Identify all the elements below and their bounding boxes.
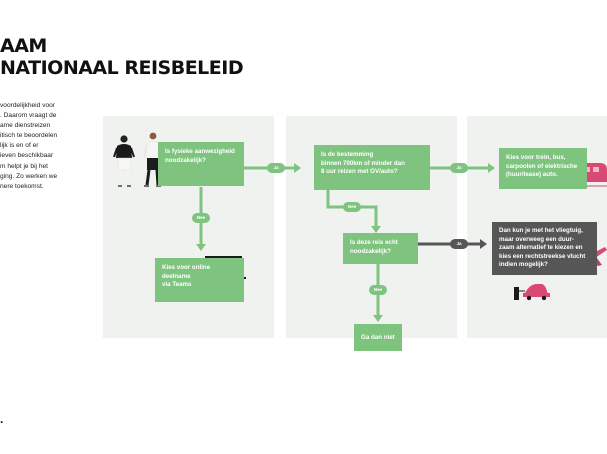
- box-line: Is de bestemming: [321, 151, 374, 158]
- box-line: noodzakelijk?: [165, 156, 206, 164]
- box-line: Kies voor trein, bus,: [506, 154, 566, 161]
- airplane-option-box: Dan kun je met het vliegtuig, maar overw…: [492, 222, 597, 275]
- question-presence-box: Is fysieke aanwezigheid noodzakelijk?: [158, 142, 244, 186]
- online-meeting-box: Kies voor online deelname via Teams: [155, 258, 244, 302]
- box-line: (huur/lease) auto.: [506, 171, 558, 179]
- box-line: Is fysieke aanwezigheid: [165, 148, 235, 155]
- question-necessary-box: Is deze reis echt noodzakelijk?: [343, 233, 418, 264]
- box-line: binnen 700km of minder dan: [321, 159, 405, 167]
- yes-badge: Ja: [450, 239, 468, 249]
- intro-text: voordelijkheid voor . Daarom vraagt de a…: [0, 101, 78, 192]
- box-line: Dan kun je met het vliegtuig,: [499, 227, 583, 234]
- yes-badge: Ja: [450, 163, 468, 173]
- page-title-line-1: AAM: [0, 35, 47, 57]
- no-badge: Nee: [369, 285, 387, 295]
- intro-line: ging. Zo werken we: [0, 172, 58, 180]
- box-line: maar overweeg een duur-: [499, 235, 574, 243]
- intro-line: nere toekomst.: [0, 182, 44, 190]
- box-line: Is deze reis echt: [350, 239, 398, 246]
- no-badge: Nee: [192, 213, 210, 223]
- box-line: kies een rechtstreekse vlucht: [499, 252, 586, 260]
- box-line: noodzakelijk?: [350, 247, 391, 255]
- box-line: carpoolen of elektrische: [506, 162, 578, 170]
- intro-line: m helpt je bij het: [0, 162, 49, 170]
- box-line: Kies voor online: [162, 264, 211, 271]
- intro-line: lijk is en of er: [0, 142, 39, 150]
- box-line: 8 uur reizen met OV/auto?: [321, 168, 398, 176]
- charging-car-icon: [514, 284, 550, 301]
- intro-line: voordelijkheid voor: [0, 102, 55, 109]
- intro-line: itisch te beoordelen: [0, 132, 58, 140]
- train-bus-box: Kies voor trein, bus, carpoolen of elekt…: [499, 148, 587, 189]
- question-distance-box: Is de bestemming binnen 700km of minder …: [314, 145, 430, 190]
- page-title-line-2: NATIONAAL REISBELEID: [0, 57, 244, 79]
- intro-line: ieven beschikbaar: [0, 152, 54, 160]
- box-line: via Teams: [162, 281, 192, 289]
- people-icon: [113, 132, 163, 187]
- intro-line: ame dienstreizen: [0, 122, 51, 130]
- footer-mark: .: [0, 412, 4, 426]
- box-line: deelname: [162, 272, 191, 280]
- box-line: zaam alternatief te kiezen en: [499, 244, 583, 252]
- box-line: indien mogelijk?: [499, 261, 548, 269]
- yes-badge: Ja: [267, 163, 285, 173]
- intro-line: . Daarom vraagt de: [0, 112, 57, 120]
- no-badge: Nee: [343, 202, 361, 212]
- do-not-go-box: Ga dan niet: [354, 324, 402, 351]
- box-line: Ga dan niet: [361, 334, 395, 341]
